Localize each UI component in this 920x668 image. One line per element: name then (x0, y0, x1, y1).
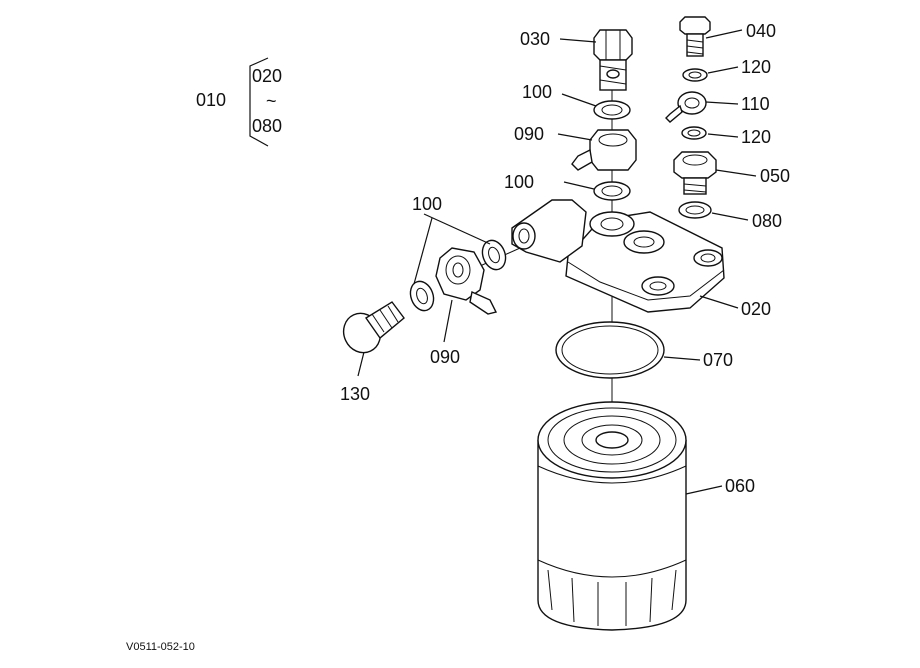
assembly-range-start: 020 (252, 66, 282, 86)
assembly-number: 010 (196, 90, 226, 110)
leader-lines (357, 29, 757, 495)
callout-060: 060 (725, 476, 755, 496)
part-050-plug (673, 151, 717, 195)
assembly-range-end: 080 (252, 116, 282, 136)
part-070-o-ring (555, 321, 665, 379)
callout-070: 070 (703, 350, 733, 370)
part-020-filter-head (511, 199, 725, 313)
assembly-group: 010 020 ~ 080 (196, 57, 282, 147)
part-100-washer-mid (593, 181, 631, 201)
part-060-filter-cartridge (537, 401, 687, 631)
callout-100-mid: 100 (504, 172, 534, 192)
callout-090-upper: 090 (514, 124, 544, 144)
part-040-bolt (679, 16, 711, 57)
callout-030: 030 (520, 29, 550, 49)
part-100-washer-side-b (409, 280, 435, 312)
part-130-banjo-bolt (342, 301, 405, 354)
callout-020: 020 (741, 299, 771, 319)
part-090-banjo-upper (571, 129, 637, 171)
part-120-washer-lower (681, 126, 707, 140)
drawing-code: V0511-052-10 (126, 641, 195, 653)
callout-090-side: 090 (430, 347, 460, 367)
part-090-banjo-side (435, 247, 498, 315)
callout-080: 080 (752, 211, 782, 231)
callout-labels: 030 040 120 100 110 090 120 050 100 080 … (340, 21, 790, 496)
part-110-banjo-fitting (665, 91, 707, 123)
callout-100-top: 100 (522, 82, 552, 102)
assembly-range-sep: ~ (266, 91, 277, 111)
callout-040: 040 (746, 21, 776, 41)
assembly-bracket (249, 57, 269, 147)
part-030-banjo-bolt (593, 29, 633, 91)
callout-100-side: 100 (412, 194, 442, 214)
part-120-washer-upper (682, 68, 708, 82)
callout-130: 130 (340, 384, 370, 404)
part-100-washer-top (593, 100, 631, 120)
part-100-washer-side-a (481, 239, 507, 271)
callout-050: 050 (760, 166, 790, 186)
callout-110: 110 (741, 94, 770, 114)
part-080-washer (678, 201, 712, 219)
callout-120-upper: 120 (741, 57, 771, 77)
callout-120-lower: 120 (741, 127, 771, 147)
